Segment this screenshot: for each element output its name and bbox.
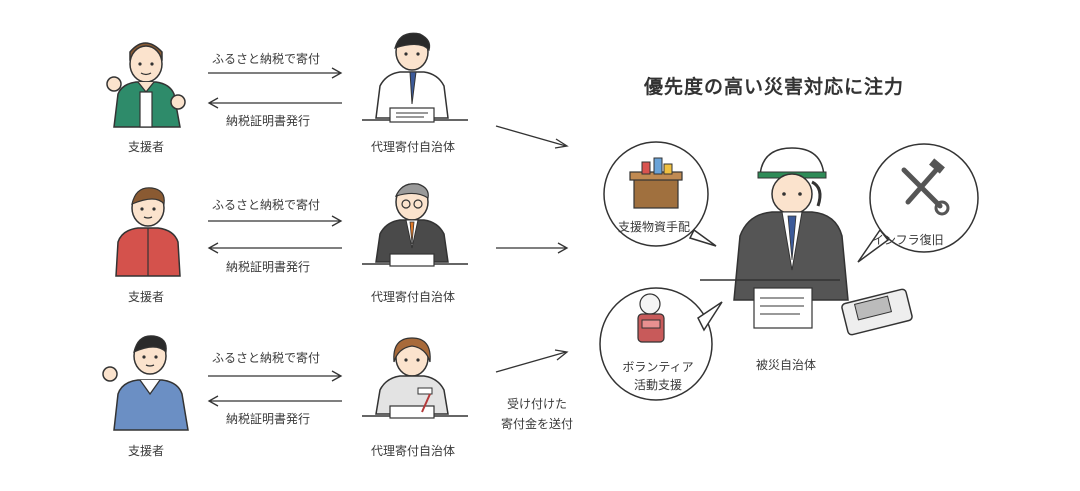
send-arrow-3 <box>495 349 569 373</box>
volunteer-bubble <box>599 287 723 401</box>
diagram-title: 優先度の高い災害対応に注力 <box>644 76 905 98</box>
supplies-label: 支援物資手配 <box>618 220 691 234</box>
receipt-label-2: 納税証明書発行 <box>226 260 311 274</box>
donate-arrow-2 <box>208 215 343 227</box>
donate-arrow-1 <box>208 67 343 79</box>
municipality-2-illustration <box>362 183 468 267</box>
send-arrow-2 <box>496 242 569 254</box>
donate-label-3: ふるさと納税で寄付 <box>212 351 321 365</box>
municipality-2-label: 代理寄付自治体 <box>370 290 455 304</box>
municipality-3-illustration <box>362 337 468 419</box>
disaster-municipality-illustration <box>700 147 913 336</box>
volunteer-label: ボランティア 活動支援 <box>610 358 706 394</box>
supporter-1-label: 支援者 <box>127 140 164 154</box>
send-donation-line1: 受け付けた <box>506 397 567 411</box>
send-donation-label: 受け付けた 寄付金を送付 <box>492 394 582 434</box>
volunteer-line2: 活動支援 <box>633 378 682 392</box>
donate-arrow-3 <box>208 370 343 382</box>
donate-label-1: ふるさと納税で寄付 <box>212 52 321 66</box>
receipt-arrow-3 <box>207 395 342 407</box>
infra-label: インフラ復旧 <box>872 233 944 247</box>
municipality-1-illustration <box>362 32 468 123</box>
municipality-1-label: 代理寄付自治体 <box>370 140 455 154</box>
supplies-bubble <box>603 141 717 247</box>
receipt-arrow-1 <box>207 97 342 109</box>
supporter-2-illustration <box>115 187 181 277</box>
infra-bubble <box>857 143 979 263</box>
supporter-3-label: 支援者 <box>127 444 164 458</box>
municipality-3-label: 代理寄付自治体 <box>370 444 455 458</box>
supporter-3-illustration <box>102 335 189 431</box>
send-donation-line2: 寄付金を送付 <box>500 417 573 431</box>
donate-label-2: ふるさと納税で寄付 <box>212 198 321 212</box>
receipt-label-1: 納税証明書発行 <box>226 114 311 128</box>
disaster-municipality-label: 被災自治体 <box>755 358 816 372</box>
receipt-arrow-2 <box>207 242 342 254</box>
send-arrow-1 <box>495 125 569 149</box>
receipt-label-3: 納税証明書発行 <box>226 412 311 426</box>
volunteer-line1: ボランティア <box>622 360 694 374</box>
supporter-2-label: 支援者 <box>127 290 164 304</box>
supporter-1-illustration <box>106 42 186 128</box>
